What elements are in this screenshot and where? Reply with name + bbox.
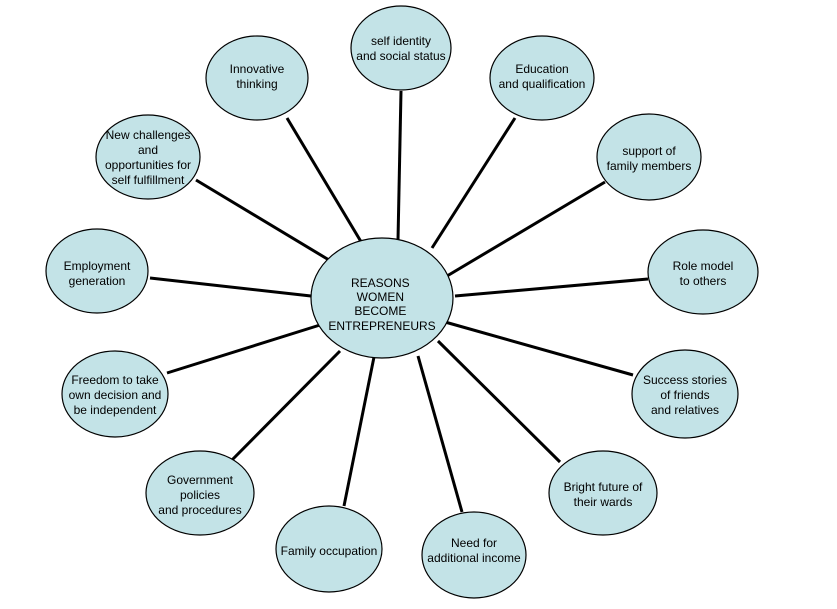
node-shape: [421, 511, 527, 599]
connector-innovative-thinking: [285, 117, 365, 246]
node-shape: [631, 349, 739, 439]
connector-lines: [149, 90, 649, 513]
connector-success-stories: [444, 320, 634, 377]
center-label-line: BECOME: [354, 304, 406, 318]
node-label-line: Bright future of: [564, 480, 643, 494]
node-family-occupation: Family occupation: [275, 505, 383, 593]
node-label-line: Employment: [64, 259, 131, 273]
node-label-line: New challenges: [106, 128, 191, 142]
connector-education: [430, 117, 517, 249]
node-label-line: and qualification: [499, 77, 586, 91]
center-label-line: REASONS: [351, 276, 410, 290]
connector-additional-income: [416, 355, 464, 513]
node-label-line: self identity: [371, 34, 431, 48]
connector-bright-future: [436, 339, 562, 464]
node-shape: [350, 5, 452, 91]
node-label-line: and relatives: [651, 403, 719, 417]
node-label: Family occupation: [281, 544, 378, 558]
node-shape: [45, 228, 149, 314]
node-shape: [95, 114, 201, 200]
node-label-line: own decision and: [69, 388, 162, 402]
node-shape: [489, 35, 595, 121]
connector-freedom: [166, 323, 321, 375]
connector-family-support: [446, 180, 606, 278]
connector-employment: [149, 276, 312, 298]
node-shape: [596, 113, 702, 201]
node-label-line: family members: [607, 159, 692, 173]
center-node-shape: [310, 237, 454, 359]
node-label-line: and social status: [356, 49, 445, 63]
node-label-line: and: [138, 143, 158, 157]
center-node: REASONS WOMEN BECOME ENTREPRENEURS: [310, 237, 454, 359]
node-label-line: and procedures: [158, 503, 241, 517]
node-label-line: be independent: [74, 403, 157, 417]
connector-self-identity: [396, 90, 403, 241]
node-label-line: their wards: [574, 495, 633, 509]
node-label-line: Family occupation: [281, 544, 378, 558]
node-label-line: additional income: [427, 551, 521, 565]
connector-government-policies: [228, 349, 342, 464]
node-shape: [548, 450, 658, 536]
node-label-line: Role model: [673, 259, 734, 273]
node-label-line: Government: [167, 473, 234, 487]
node-label-line: self fulfillment: [112, 173, 185, 187]
node-shape: [145, 450, 255, 536]
node-shape: [647, 229, 759, 315]
center-node-label: REASONS WOMEN BECOME ENTREPRENEURS: [328, 276, 435, 333]
node-label-line: Education: [515, 62, 568, 76]
node-label-line: support of: [622, 144, 676, 158]
node-shape: [275, 505, 383, 593]
connector-new-challenges: [195, 178, 330, 262]
connector-family-occupation: [342, 356, 376, 507]
node-label-line: Need for: [451, 536, 497, 550]
node-label-line: policies: [180, 488, 220, 502]
node-label-line: opportunities for: [105, 158, 191, 172]
node-shape: [61, 350, 169, 438]
node-label-line: of friends: [660, 388, 709, 402]
connector-role-model: [454, 277, 649, 298]
node-label-line: Innovative: [230, 62, 285, 76]
center-label-line: WOMEN: [357, 290, 404, 304]
node-label-line: generation: [69, 274, 126, 288]
node-label-line: Freedom to take: [71, 373, 159, 387]
node-shape: [205, 35, 309, 121]
node-label-line: to others: [680, 274, 727, 288]
node-label-line: thinking: [236, 77, 277, 91]
node-label-line: Success stories: [643, 373, 727, 387]
center-label-line: ENTREPRENEURS: [328, 319, 435, 333]
